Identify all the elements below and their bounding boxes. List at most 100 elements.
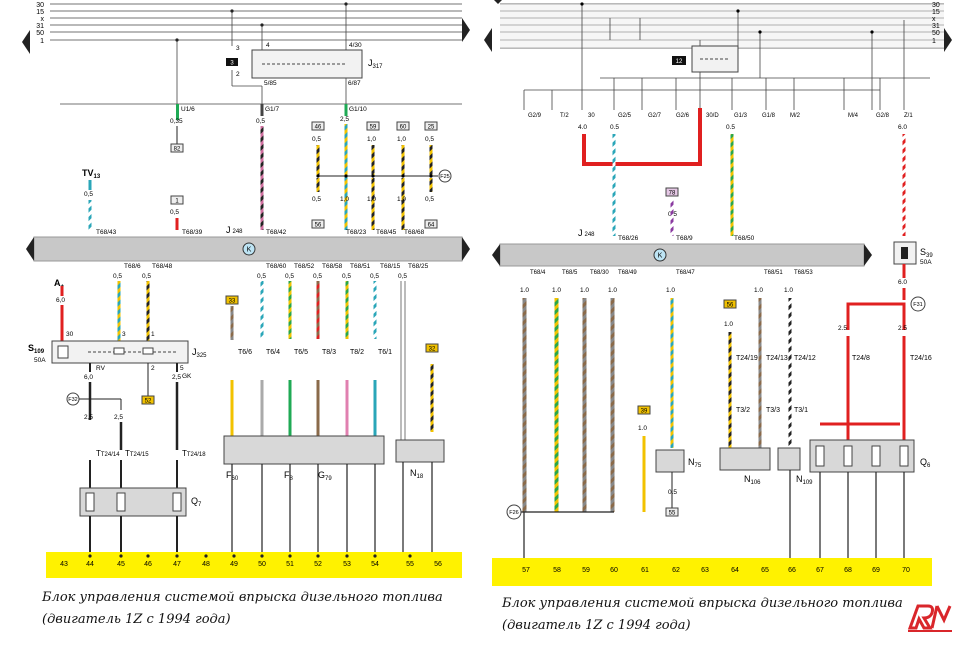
fuse-s109 — [57, 345, 69, 359]
svg-text:T68/50: T68/50 — [734, 235, 755, 242]
right-strip-number: 70 — [902, 567, 910, 574]
svg-text:60: 60 — [400, 125, 407, 131]
left-rail-50: 50 — [36, 30, 44, 37]
t24-14: TT24/14 — [96, 449, 120, 458]
drive2-logo — [904, 600, 956, 634]
left-strip-number: 43 — [60, 561, 68, 568]
valve-n109 — [777, 447, 801, 471]
left-power-rails — [50, 3, 462, 41]
right-rail-50: 50 — [932, 30, 940, 37]
relay-j317-label: J317 — [368, 58, 383, 70]
left-terminal-strip — [46, 552, 462, 578]
fuse-f25 — [438, 169, 452, 183]
svg-text:G1/8: G1/8 — [762, 113, 776, 119]
relay-pin-3: 3 — [236, 45, 240, 52]
svg-text:T68/51: T68/51 — [350, 263, 371, 270]
right-strip-number: 66 — [788, 567, 796, 574]
right-rail-1: 1 — [932, 38, 936, 45]
svg-text:1.0: 1.0 — [666, 287, 675, 294]
left-rail-31: 31 — [36, 23, 44, 30]
ref-32 — [425, 343, 439, 353]
ref-64: 64 — [428, 223, 435, 229]
fuse-f31 — [910, 296, 926, 312]
svg-text:G2/5: G2/5 — [618, 113, 632, 119]
left-rail-30: 30 — [36, 2, 44, 9]
pin-g1-10: G1/10 — [349, 106, 367, 113]
svg-text:T6/6: T6/6 — [238, 349, 252, 356]
svg-text:1.0: 1.0 — [784, 287, 793, 294]
svg-text:50A: 50A — [920, 259, 932, 266]
svg-text:T24/16: T24/16 — [910, 355, 932, 362]
pin-t68-45: T68/45 — [376, 229, 397, 236]
relay-pin-4: 4 — [266, 42, 270, 49]
svg-text:5: 5 — [180, 365, 184, 372]
svg-text:1,0: 1,0 — [340, 196, 349, 203]
svg-text:6.0: 6.0 — [898, 124, 907, 131]
svg-text:1.0: 1.0 — [552, 287, 561, 294]
relay-pin-5-85: 5/85 — [264, 80, 277, 87]
svg-text:4.0: 4.0 — [578, 124, 587, 131]
right-strip-number: 63 — [701, 567, 709, 574]
relay-j325-label: J325 — [192, 347, 207, 359]
svg-text:32: 32 — [429, 347, 436, 353]
wire-red-loop — [582, 108, 702, 166]
svg-text:T68/52: T68/52 — [294, 263, 315, 270]
pin-t68-42: T68/42 — [266, 229, 287, 236]
n18-label: N18 — [410, 468, 424, 480]
gauge-g1-10: 2,5 — [340, 116, 349, 123]
gk-label: GK — [182, 373, 192, 380]
left-strip-number: 52 — [314, 561, 322, 568]
svg-text:0,5: 0,5 — [370, 273, 379, 280]
t24-15: TT24/15 — [125, 449, 149, 458]
pin-t68-43: T68/43 — [96, 229, 117, 236]
left-t6-connectors: T6/6 T6/4 T6/5 T8/3 T8/2 T6/1 — [238, 349, 392, 356]
right-strip-number: 69 — [872, 567, 880, 574]
svg-text:2: 2 — [151, 365, 155, 372]
svg-text:2.5: 2.5 — [838, 325, 847, 332]
ref-52 — [141, 395, 155, 405]
svg-text:G2/8: G2/8 — [876, 113, 890, 119]
svg-text:30/D: 30/D — [706, 113, 719, 119]
right-strip-number: 68 — [844, 567, 852, 574]
wire-g1-7 — [260, 126, 264, 230]
right-rail-31: 31 — [932, 23, 940, 30]
svg-text:0,5: 0,5 — [312, 196, 321, 203]
svg-text:M/2: M/2 — [790, 113, 801, 119]
ref-78 — [665, 187, 679, 197]
pin-t68-39: T68/39 — [182, 229, 203, 236]
svg-text:T3/3: T3/3 — [766, 407, 780, 414]
svg-text:F26: F26 — [509, 510, 518, 516]
q7-label: Q7 — [191, 496, 202, 508]
svg-text:M/4: M/4 — [848, 113, 859, 119]
svg-text:T24/13: T24/13 — [766, 355, 788, 362]
right-rail-x: x — [932, 16, 936, 23]
svg-text:0,5: 0,5 — [285, 273, 294, 280]
relay-j317-tag-text: 3 — [230, 61, 234, 67]
left-caption-line1: Блок управления системой впрыска дизельн… — [42, 590, 443, 605]
relay-pin-4-30: 4/30 — [349, 42, 362, 49]
ref-56: 56 — [315, 223, 322, 229]
svg-text:T68/26: T68/26 — [618, 235, 639, 242]
left-strip-number: 44 — [86, 561, 94, 568]
svg-text:0,5: 0,5 — [170, 209, 179, 216]
rv-label: RV — [96, 365, 106, 372]
svg-text:0.5: 0.5 — [726, 124, 735, 131]
svg-text:1.0: 1.0 — [580, 287, 589, 294]
svg-text:K: K — [247, 247, 252, 254]
svg-text:30: 30 — [588, 113, 595, 119]
svg-text:0.5: 0.5 — [610, 124, 619, 131]
svg-text:0,5: 0,5 — [425, 136, 434, 143]
svg-text:G1/3: G1/3 — [734, 113, 748, 119]
t24-18: TT24/18 — [182, 449, 206, 458]
svg-text:T/2: T/2 — [560, 113, 569, 119]
right-strip-number: 67 — [816, 567, 824, 574]
svg-text:G2/7: G2/7 — [648, 113, 662, 119]
right-pin-labels: G2/9 T/2 30 G2/5 G2/7 G2/6 30/D G1/3 G1/… — [528, 113, 913, 119]
svg-text:T8/3: T8/3 — [322, 349, 336, 356]
tv13-gauge: 0,5 — [84, 191, 93, 198]
